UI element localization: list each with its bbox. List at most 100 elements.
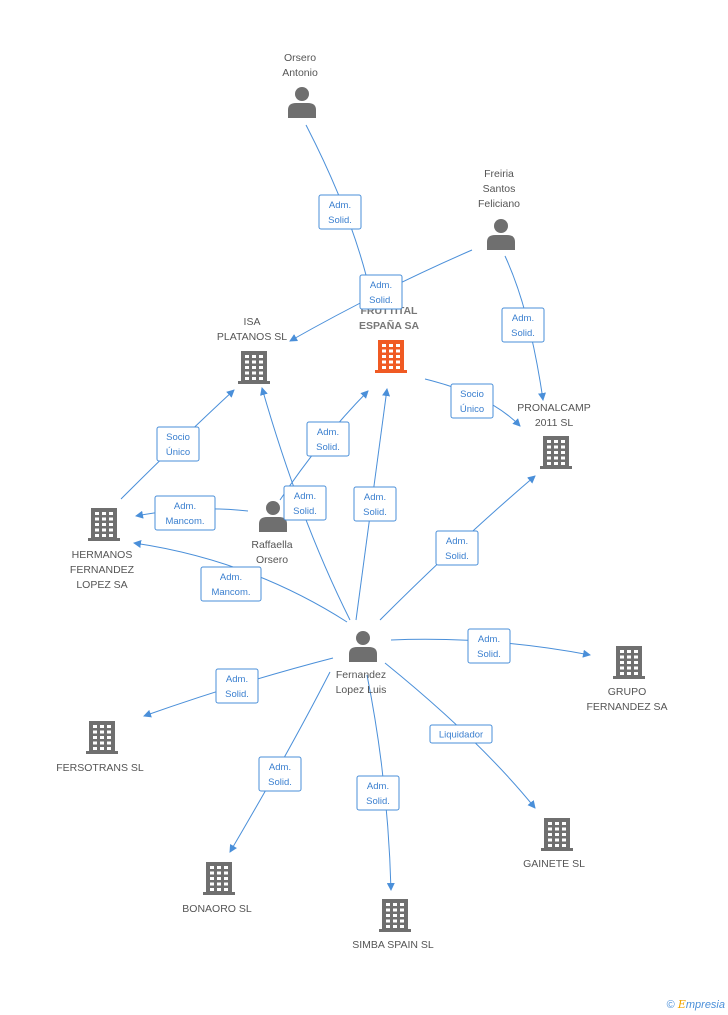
building-window <box>102 528 106 532</box>
node-label: Freiria <box>484 168 514 180</box>
building-window <box>245 371 249 375</box>
edge-label[interactable]: Adm.Solid. <box>318 194 362 230</box>
edge-label[interactable]: Adm.Solid. <box>435 530 479 566</box>
node-fersotrans[interactable]: FERSOTRANS SL <box>56 721 144 774</box>
node-label: FERSOTRANS SL <box>56 762 144 774</box>
edge-label-text: Adm. <box>226 674 248 685</box>
edge-label[interactable]: Adm.Solid. <box>359 274 403 310</box>
node-label: Feliciano <box>478 198 520 210</box>
building-window <box>382 360 386 364</box>
building-window <box>93 747 97 750</box>
building-icon <box>203 862 235 895</box>
node-label: GRUPO <box>608 686 647 698</box>
edge-label[interactable]: Adm.Solid. <box>467 628 511 664</box>
building-window <box>259 371 263 375</box>
edge-label-box <box>429 724 493 744</box>
node-label: Antonio <box>282 67 318 79</box>
building-window <box>93 736 97 739</box>
edge-label-text: Solid. <box>316 442 340 453</box>
building-window <box>245 355 249 358</box>
node-label: Raffaella <box>251 539 292 551</box>
edge-label[interactable]: Adm. Solid. <box>306 421 350 457</box>
building-base <box>238 381 270 384</box>
edge-label[interactable]: Adm.Solid. <box>215 668 259 704</box>
node-label: Santos <box>483 183 516 195</box>
building-window <box>386 919 390 923</box>
building-window <box>620 661 624 664</box>
building-window <box>562 833 566 836</box>
edge-label-text: Solid. <box>366 796 390 807</box>
node-bonaoro[interactable]: BONAORO SL <box>182 862 252 915</box>
building-window <box>561 445 565 449</box>
copyright-symbol: © <box>666 999 675 1011</box>
edge-label-text: Adm. <box>370 280 392 291</box>
building-window <box>100 736 104 739</box>
building-window <box>555 827 559 831</box>
building-window <box>100 747 104 750</box>
edge-label[interactable]: Adm.Solid. <box>258 756 302 792</box>
building-window <box>100 725 104 728</box>
edge-fernandez-to-bonaoro <box>229 671 331 853</box>
edge-labels-layer: Adm. Solid. Adm. Solid. Adm. Solid. SocioÚnico… <box>154 194 545 811</box>
edge-label-text: Adm. <box>317 427 339 438</box>
edge-label-box <box>359 274 403 310</box>
node-label: Orsero <box>256 554 288 566</box>
node-label: LOPEZ SA <box>76 579 127 591</box>
building-window <box>224 871 228 875</box>
edge-label[interactable]: Adm.Mancom. <box>200 566 262 602</box>
building-window <box>217 888 221 891</box>
building-window <box>393 903 397 906</box>
edge-label[interactable]: Adm.Solid. <box>353 486 397 522</box>
edge-label-text: Socio <box>166 432 190 443</box>
building-window <box>627 650 631 653</box>
node-label: ISA <box>244 316 261 328</box>
node-gainete[interactable]: GAINETE SL <box>523 818 585 870</box>
building-window <box>400 903 404 906</box>
building-window <box>554 462 558 465</box>
building-window <box>259 377 263 380</box>
edge-label[interactable]: Adm.Solid. <box>501 307 545 343</box>
edge-label-box <box>450 383 494 419</box>
building-window <box>382 355 386 358</box>
edge-label-text: Adm. <box>269 762 291 773</box>
edge-label[interactable]: Adm.Mancom. <box>154 495 216 531</box>
node-simba[interactable]: SIMBA SPAIN SL <box>352 899 434 951</box>
building-window <box>634 661 638 664</box>
building-window <box>554 456 558 460</box>
building-window <box>634 672 638 675</box>
building-window <box>109 512 113 515</box>
building-window <box>389 349 393 353</box>
person-head <box>494 219 508 233</box>
building-icon <box>88 508 120 541</box>
building-window <box>400 914 404 917</box>
footer-brand[interactable]: © Empresia <box>667 998 725 1011</box>
building-window <box>400 919 404 923</box>
edge-label[interactable]: Adm.Solid. <box>356 775 400 811</box>
building-window <box>245 377 249 380</box>
edge-label[interactable]: Adm.Solid. <box>283 485 327 521</box>
edge-label[interactable]: Liquidador <box>429 724 493 744</box>
building-window <box>561 456 565 460</box>
node-label: ESPAÑA SA <box>359 319 420 332</box>
building-window <box>100 730 104 734</box>
building-window <box>210 877 214 880</box>
building-window <box>382 344 386 347</box>
edge-label-text: Solid. <box>445 551 469 562</box>
building-window <box>561 462 565 465</box>
node-label: FERNANDEZ <box>70 564 135 576</box>
building-window <box>562 844 566 847</box>
building-window <box>396 349 400 353</box>
brand-name: mpresia <box>685 999 725 1011</box>
building-window <box>100 741 104 745</box>
